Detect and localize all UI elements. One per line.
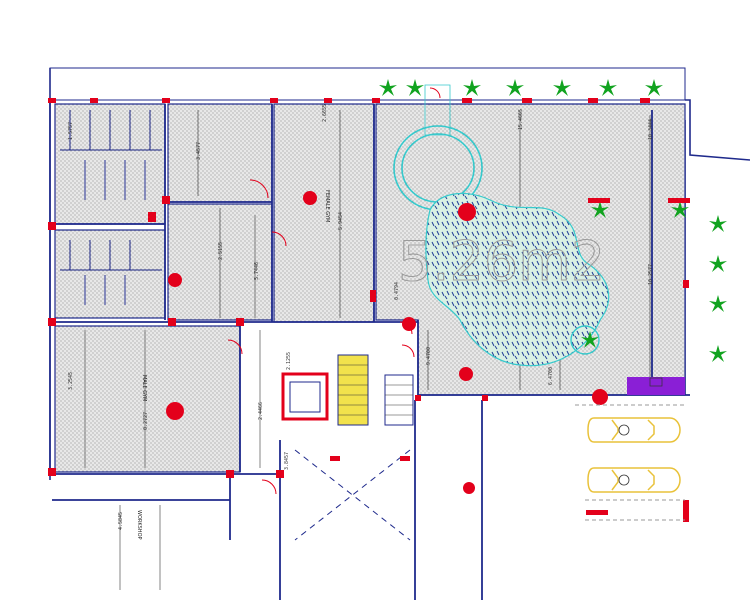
palm-icon	[553, 79, 571, 96]
palm-icon	[709, 345, 727, 362]
palm-icon	[709, 295, 727, 312]
dim-17: 6.4700	[548, 367, 554, 385]
palm-icon	[506, 79, 524, 96]
palm-icon	[379, 79, 397, 96]
palm-icon	[709, 215, 727, 232]
palm-icon	[709, 255, 727, 272]
doors	[227, 87, 441, 495]
dim-18: 4.5845	[118, 512, 124, 530]
small-room-upper	[167, 103, 273, 203]
palm-icon	[406, 79, 424, 96]
male-gym-label: MALE GYM	[141, 375, 147, 401]
dim-7: 3.2545	[68, 372, 74, 390]
marker-dot	[463, 482, 475, 494]
wc-block-lower	[54, 229, 166, 319]
dim-6: 5.9454	[338, 212, 344, 230]
area-watermark: 5.26m2	[398, 230, 605, 293]
dim-13: 15.4665	[518, 109, 524, 130]
workshop-label: WORKSHOP	[136, 510, 142, 540]
stairs	[281, 354, 414, 426]
plants	[379, 79, 727, 362]
palm-icon	[463, 79, 481, 96]
male-gym-floor	[54, 325, 241, 473]
parked-car-1	[587, 417, 681, 443]
dim-5: 2.6655	[322, 104, 328, 122]
dim-8: 0.2727	[143, 412, 149, 430]
dim-10: 3.8457	[284, 452, 290, 470]
dim-2: 3.4577	[196, 142, 202, 160]
dimension-labels: 1.5757 3.4577 2.5155 5.7446 2.6655 5.945…	[68, 104, 654, 530]
dim-16: 9.4700	[426, 347, 432, 365]
female-gym-floor	[273, 103, 375, 323]
void-cross	[294, 449, 411, 541]
marker-dot	[303, 191, 317, 205]
elevator	[281, 372, 329, 421]
dim-11: 2.1255	[286, 352, 292, 370]
column-marks	[48, 98, 690, 522]
palm-icon	[591, 201, 609, 218]
palm-icon	[671, 201, 689, 218]
female-gym-label: FEMALE GYM	[324, 190, 330, 222]
palm-icon	[645, 79, 663, 96]
parking-dash-lower	[585, 499, 685, 521]
marker-dot	[458, 203, 476, 221]
dim-4: 5.7446	[254, 262, 260, 280]
marker-dot	[166, 402, 184, 420]
planter-ring	[570, 325, 600, 355]
marker-dot	[459, 367, 473, 381]
dim-9: 2.4466	[258, 402, 264, 420]
parked-car-2	[587, 467, 681, 493]
dim-14: 10.3444	[648, 119, 654, 140]
dim-1: 1.5757	[68, 122, 74, 140]
dim-12: 0.4794	[394, 282, 400, 300]
dim-3: 2.5155	[218, 242, 224, 260]
marker-dot	[592, 389, 608, 405]
palm-icon	[599, 79, 617, 96]
wc-partitions	[60, 110, 162, 305]
marker-dot	[168, 273, 182, 287]
marker-dot	[402, 317, 416, 331]
dot-markers	[166, 191, 608, 494]
palm-icon	[581, 331, 599, 348]
garden-area	[425, 192, 610, 367]
dim-15: 10.2577	[648, 264, 654, 285]
